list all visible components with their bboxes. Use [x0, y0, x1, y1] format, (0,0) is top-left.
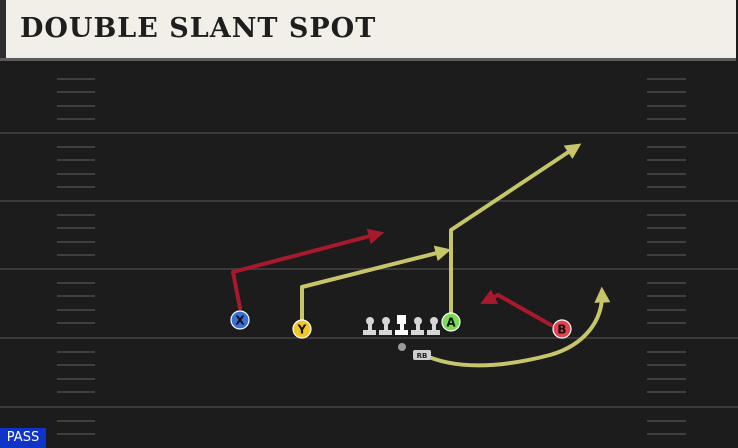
player-x-label: X — [235, 314, 245, 328]
route-a-post — [449, 143, 582, 315]
route-b-spot — [480, 289, 553, 327]
player-rb[interactable]: RB — [413, 350, 431, 360]
lineman — [427, 317, 440, 335]
player-b[interactable]: B — [552, 319, 572, 339]
player-b-label: B — [557, 323, 566, 337]
banner-accent — [0, 0, 6, 58]
hash-marks-right — [647, 78, 686, 435]
lineman — [411, 317, 424, 335]
player-y-label: Y — [297, 323, 307, 337]
play-title: DOUBLE SLANT SPOT — [20, 13, 377, 44]
player-a[interactable]: A — [441, 312, 461, 332]
lineman — [363, 317, 376, 335]
player-rb-label: RB — [417, 352, 428, 360]
quarterback — [398, 343, 406, 351]
player-y[interactable]: Y — [292, 319, 312, 339]
play-type-badge: PASS — [0, 428, 46, 448]
lineman — [379, 317, 392, 335]
title-banner: DOUBLE SLANT SPOT — [0, 0, 736, 61]
routes — [231, 143, 611, 368]
player-x[interactable]: X — [230, 310, 250, 330]
center — [395, 315, 408, 335]
route-rb-wheel — [420, 286, 611, 368]
route-x-slant — [231, 228, 385, 310]
hash-marks-left — [57, 78, 95, 435]
route-y-slant — [300, 245, 452, 324]
player-a-label: A — [446, 316, 456, 330]
offensive-line — [363, 315, 440, 335]
